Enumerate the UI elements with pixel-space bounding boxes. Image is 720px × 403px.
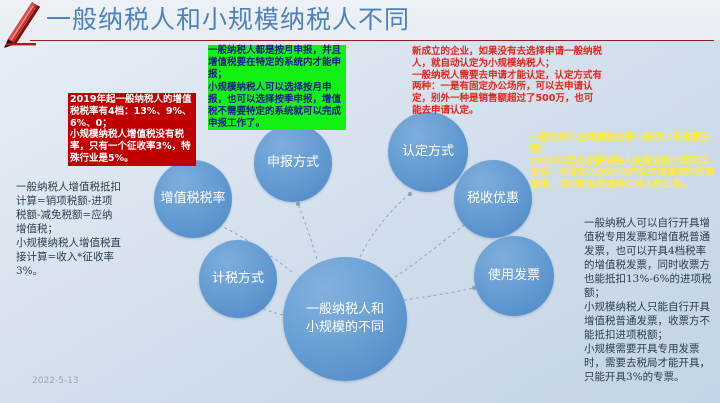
callout-identify: 新成立的企业，如果没有去选择申请一般纳税人，就自动认定为小规模纳税人； 一般纳税…	[412, 46, 602, 117]
diagram-node-shenbao[interactable]: 申报方式	[254, 124, 332, 202]
callout-declare: 一般纳税人都是按月申报，并且增值税要在特定的系统内才能申报； 小规模纳税人可以选…	[206, 44, 348, 131]
center-label-line2: 小规模的不同	[305, 320, 384, 335]
diagram-node-youhui[interactable]: 税收优惠	[454, 160, 532, 238]
callout-compute-text: 一般纳税人增值税抵扣计算=销项税额-进项税额-减免税额=应纳增值税； 小规模纳税…	[16, 181, 121, 277]
diagram-node-fapiao[interactable]: 使用发票	[474, 236, 554, 316]
node-label: 计税方式	[211, 271, 264, 286]
diagram-node-shuilv[interactable]: 增值税税率	[154, 160, 232, 238]
title-divider	[30, 40, 714, 41]
node-label: 申报方式	[266, 155, 319, 170]
callout-compute: 一般纳税人增值税抵扣计算=销项税额-进项税额-减免税额=应纳增值税； 小规模纳税…	[16, 180, 122, 278]
node-label: 税收优惠	[466, 191, 519, 206]
node-label: 使用发票	[487, 268, 540, 283]
callout-invoice: 一般纳税人可以自行开具增值税专用发票和增值税普通发票，也可以开具4档税率的增值税…	[584, 216, 716, 384]
date-stamp: 2022-5-13	[32, 376, 79, 386]
diagram-node-jishui[interactable]: 计税方式	[199, 240, 277, 318]
page-title: 一般纳税人和小规模纳税人不同	[46, 5, 411, 34]
callout-invoice-text: 一般纳税人可以自行开具增值税专用发票和增值税普通发票，也可以开具4档税率的增值税…	[584, 217, 712, 383]
callout-tax-rate: 2019年起一般纳税人的增值税税率有4档：13%、9%、6%、0； 小规模纳税人…	[68, 93, 196, 166]
callout-preference: 一般纳税人在增值税方面一般很少有优惠征策； 2019年起小规模纳税人在增值税方面…	[530, 132, 716, 191]
callout-tax-rate-text: 2019年起一般纳税人的增值税税率有4档：13%、9%、6%、0； 小规模纳税人…	[70, 94, 192, 164]
diagram-center-node[interactable]: 一般纳税人和 小规模的不同	[283, 257, 407, 381]
pencil-icon	[4, 2, 40, 48]
callout-preference-text: 一般纳税人在增值税方面一般很少有优惠征策； 2019年起小规模纳税人在增值税方面…	[530, 132, 715, 191]
title-bar: 一般纳税人和小规模纳税人不同	[0, 0, 720, 48]
node-label: 增值税税率	[160, 191, 226, 206]
diagram-node-rending[interactable]: 认定方式	[388, 112, 468, 192]
center-label-line1: 一般纳税人和	[305, 302, 384, 317]
callout-declare-text: 一般纳税人都是按月申报，并且增值税要在特定的系统内才能申报； 小规模纳税人可以选…	[208, 45, 346, 131]
node-label: 认定方式	[401, 144, 454, 159]
callout-identify-text: 新成立的企业，如果没有去选择申请一般纳税人，就自动认定为小规模纳税人； 一般纳税…	[412, 46, 603, 116]
